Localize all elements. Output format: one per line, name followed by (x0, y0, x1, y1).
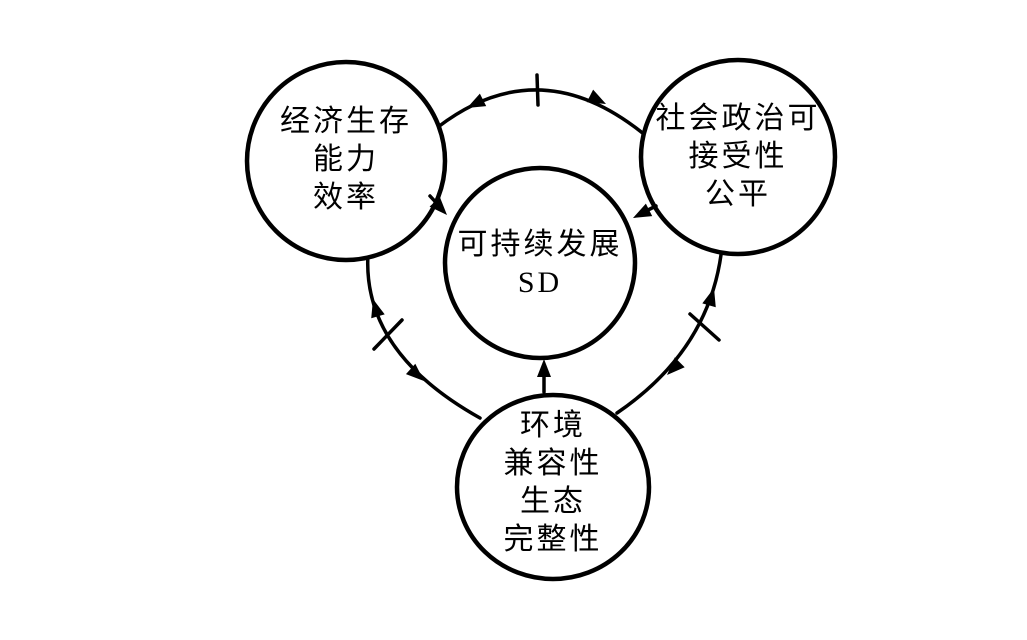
arrowhead-down-toward-environment-icon (405, 363, 424, 381)
arrowhead-up-toward-social-icon (702, 288, 716, 308)
environment-label-line-1: 环境 (520, 409, 586, 442)
social-label-line-2: 接受性 (688, 140, 788, 173)
arrowhead-environment-to-sd-icon (537, 359, 551, 377)
economic-circle (244, 59, 448, 263)
sd-label-line-2: SD (517, 266, 563, 299)
arc-economic-environment (366, 252, 482, 420)
arrowhead-up-toward-economic-icon (371, 299, 385, 319)
arc-economic-social (436, 88, 647, 137)
environment-label-line-4: 完整性 (503, 523, 603, 556)
environment-label-line-3: 生态 (520, 485, 586, 518)
economic-label-line-1: 经济生存 (280, 105, 412, 138)
environment-node-label: 环境 兼容性 生态 完整性 (504, 407, 603, 559)
tick-mark-top (535, 73, 540, 107)
social-label-line-1: 社会政治可 (655, 102, 821, 135)
sd-center-circle (442, 165, 638, 361)
arrowhead-toward-social-icon (586, 89, 606, 104)
arrowhead-social-to-sd-icon (633, 203, 653, 218)
arrowhead-economic-to-sd-icon (429, 197, 447, 215)
economic-label-line-3: 效率 (313, 181, 379, 214)
economic-node-label: 经济生存 能力 效率 (280, 103, 412, 217)
economic-label-line-2: 能力 (313, 143, 379, 176)
environment-circle (454, 392, 652, 582)
arrowhead-toward-economic-icon (467, 93, 487, 108)
arc-social-environment (615, 245, 724, 415)
sd-node-label: 可持续发展 SD (458, 226, 623, 302)
sd-label-line-1: 可持续发展 (457, 228, 623, 261)
arrow-economic-to-sd (428, 194, 447, 215)
arrow-environment-to-sd (537, 359, 551, 394)
social-label-line-3: 公平 (705, 178, 771, 211)
arrow-social-to-sd (633, 203, 658, 218)
social-node-label: 社会政治可 接受性 公平 (656, 100, 821, 214)
social-circle (638, 57, 838, 257)
environment-label-line-2: 兼容性 (503, 447, 603, 480)
tick-mark-right (688, 312, 721, 342)
arrowhead-down-toward-environment-right-icon (667, 357, 685, 375)
tick-mark-left (372, 318, 404, 351)
